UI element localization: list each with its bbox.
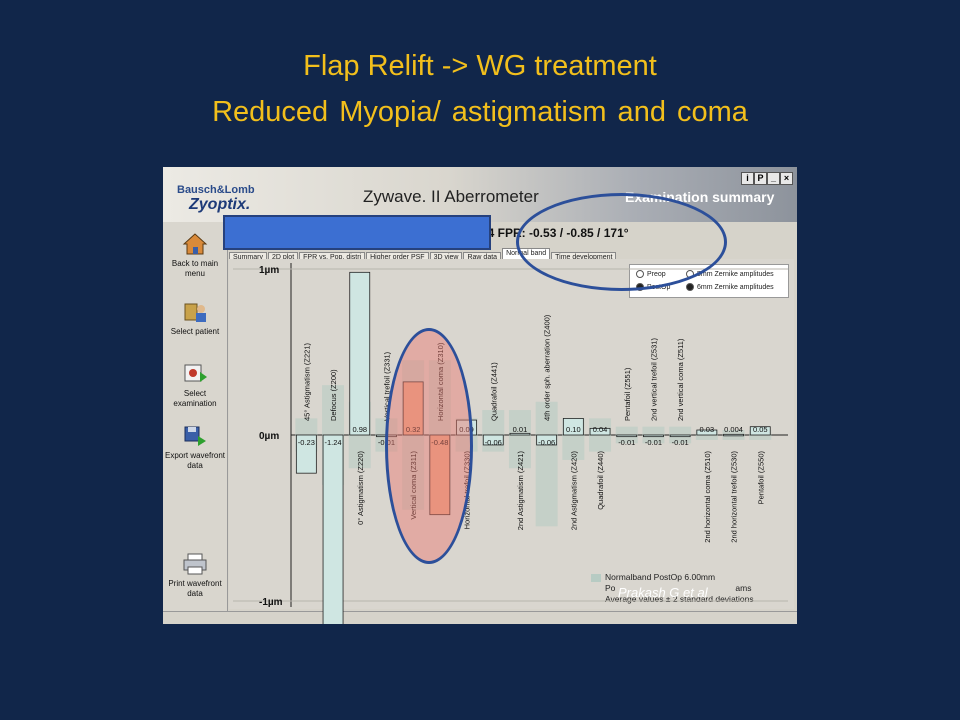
bar bbox=[643, 434, 664, 438]
sidebar-item-back[interactable]: Back to main menu bbox=[163, 232, 227, 279]
category-label: 2nd vertical trefoil (Z531) bbox=[649, 338, 658, 421]
sidebar-item-label: Select patient bbox=[170, 327, 220, 336]
bar bbox=[536, 434, 558, 446]
data-label: 0.04 bbox=[593, 425, 608, 434]
data-label: -0.06 bbox=[538, 438, 555, 447]
category-label: 2nd Astigmatism (Z421) bbox=[516, 451, 525, 531]
bar bbox=[509, 432, 531, 436]
data-label: 0.01 bbox=[513, 425, 528, 434]
data-label: 0.03 bbox=[700, 425, 715, 434]
data-label: 0.10 bbox=[566, 425, 581, 434]
bar bbox=[589, 427, 611, 436]
sidebar-item-label: Export wavefront data bbox=[164, 451, 226, 470]
category-label: 0° Astigmatism (Z220) bbox=[356, 451, 365, 525]
sidebar-item-patient[interactable]: Select patient bbox=[163, 300, 227, 337]
credit-text: Prakash G et al bbox=[618, 585, 708, 600]
legend-line1: Normalband PostOp 6.00mm bbox=[605, 572, 716, 582]
data-label: -0.01 bbox=[672, 438, 689, 447]
category-label: 4th order sph. aberration (Z400) bbox=[543, 314, 552, 421]
radio-label: 6mm Zernike amplitudes bbox=[697, 283, 774, 291]
y-tick-label: 1µm bbox=[259, 265, 279, 276]
close-button[interactable]: × bbox=[780, 172, 793, 185]
bar bbox=[749, 426, 771, 436]
brand-name: Bausch&Lomb bbox=[177, 184, 255, 196]
patient-icon bbox=[184, 303, 206, 322]
bar bbox=[482, 434, 504, 446]
normal-band-rect bbox=[535, 401, 558, 527]
bar bbox=[322, 434, 344, 624]
legend-swatch bbox=[591, 573, 601, 582]
category-label: 2nd Astigmatism (Z420) bbox=[569, 451, 578, 531]
category-label: Quadrafoil (Z440) bbox=[596, 451, 605, 510]
category-label: 2nd vertical coma (Z511) bbox=[676, 338, 685, 421]
bar bbox=[295, 434, 317, 474]
patient-info-mask bbox=[223, 215, 491, 250]
data-label: 0.05 bbox=[753, 425, 768, 434]
sidebar-item-label: Print wavefront data bbox=[168, 579, 222, 598]
slide-title-line2: Reduced Myopia/ astigmatism and coma bbox=[212, 96, 748, 128]
category-label: 2nd horizontal trefoil (Z530) bbox=[730, 451, 739, 543]
category-label: Quadrafoil (Z441) bbox=[489, 362, 498, 421]
bar bbox=[349, 271, 371, 436]
slide-title-line1: Flap Relift -> WG treatment bbox=[303, 50, 657, 82]
printer-icon bbox=[183, 553, 207, 575]
brand-logo: Zyoptix. bbox=[189, 196, 251, 213]
export-icon bbox=[184, 426, 206, 446]
y-tick-label: -1µm bbox=[259, 597, 283, 608]
radio-dot bbox=[686, 283, 694, 291]
normal-band-rect bbox=[508, 410, 531, 469]
y-tick-label: 0µm bbox=[259, 431, 279, 442]
sidebar-item-print[interactable]: Print wavefront data bbox=[163, 552, 227, 599]
bar bbox=[696, 429, 718, 436]
app-title: Zywave. II Aberrometer bbox=[363, 187, 539, 206]
category-label: 2nd horizontal coma (Z510) bbox=[703, 451, 712, 543]
data-label: 0.98 bbox=[352, 425, 367, 434]
sidebar: Back to main menu Select patient Select … bbox=[163, 222, 244, 624]
category-label: Vertical trefoil (Z331) bbox=[382, 351, 391, 421]
info-button[interactable]: i bbox=[741, 172, 754, 185]
category-label: Pentafoil (Z550) bbox=[756, 451, 765, 505]
data-label: 0.004 bbox=[724, 425, 743, 434]
legend-line2-tail: ams bbox=[735, 583, 752, 593]
bar bbox=[562, 417, 584, 436]
category-label: Pentafoil (Z551) bbox=[623, 367, 632, 421]
category-label: Defocus (Z200) bbox=[329, 369, 338, 421]
fpr-highlight-ellipse bbox=[516, 193, 727, 291]
bar bbox=[723, 433, 744, 437]
category-label: 45° Astigmatism (Z221) bbox=[302, 342, 311, 421]
bar bbox=[669, 434, 691, 438]
sidebar-item-label: Select examination bbox=[173, 389, 217, 408]
sidebar-item-label: Back to main menu bbox=[171, 259, 219, 278]
radio-6mm[interactable]: 6mm Zernike amplitudes bbox=[686, 283, 774, 291]
radio-label: 5mm Zernike amplitudes bbox=[697, 270, 774, 278]
home-icon bbox=[182, 233, 208, 255]
window-header: Bausch&Lomb Zyoptix. Zywave. II Aberrome… bbox=[163, 167, 797, 222]
sidebar-item-export[interactable]: Export wavefront data bbox=[163, 424, 227, 471]
data-label: -0.01 bbox=[618, 438, 635, 447]
bar bbox=[616, 434, 638, 438]
chart-legend: Normalband PostOp 6.00mm Po ams Average v… bbox=[591, 572, 754, 605]
legend-line3: Average values ± 2 standard deviations bbox=[605, 594, 754, 604]
coma-highlight-ellipse bbox=[385, 328, 473, 564]
examination-icon bbox=[184, 364, 207, 382]
print-button[interactable]: P bbox=[754, 172, 767, 185]
data-label: -0.06 bbox=[485, 438, 502, 447]
legend-line2: Po bbox=[605, 583, 616, 593]
data-label: -0.01 bbox=[645, 438, 662, 447]
data-label: -0.23 bbox=[298, 438, 315, 447]
sidebar-item-examination[interactable]: Select examination bbox=[163, 362, 227, 409]
data-label: -1.24 bbox=[324, 438, 341, 447]
minimize-button[interactable]: _ bbox=[767, 172, 780, 185]
status-bar bbox=[163, 611, 797, 624]
